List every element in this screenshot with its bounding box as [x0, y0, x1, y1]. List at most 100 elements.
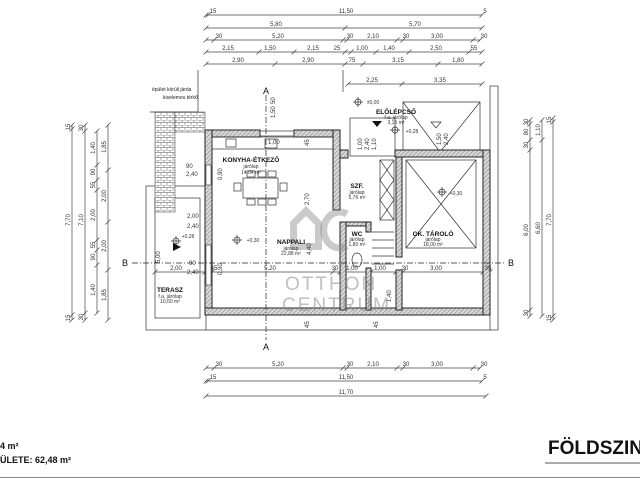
dimension-tick — [105, 122, 111, 128]
stairs — [372, 231, 394, 265]
dimension-label: 5,20 — [264, 266, 276, 272]
dimension-tick — [394, 365, 400, 371]
dimension-tick — [205, 378, 211, 384]
watermark-logo: OTTHON CENTRUM — [282, 206, 389, 316]
dimension-tick — [272, 61, 278, 67]
dimension-tick — [203, 365, 209, 371]
dimension-tick — [256, 49, 262, 55]
dimension-label: 2,25 — [366, 78, 378, 84]
dimension-tick — [479, 49, 485, 55]
dimension-tick — [211, 365, 217, 371]
watermark-logo-mark — [290, 206, 322, 250]
dimension-label: 2,10 — [367, 34, 379, 40]
dimension-tick — [203, 393, 209, 399]
dimension-tick — [211, 37, 217, 43]
dimension-tick — [94, 247, 100, 253]
svg-text:járólap: járólap — [424, 237, 440, 243]
room-garage: +0,30 GK. TÁROLÓ járólap 18,00 m² — [413, 191, 463, 248]
dimension-tick — [69, 122, 75, 128]
dimension-label: 30 — [524, 118, 530, 125]
dimension-tick — [399, 81, 405, 87]
dimension-label: 5 — [483, 9, 487, 15]
dimension-label: 30 — [403, 362, 410, 368]
svg-text:járólap: járólap — [242, 164, 258, 170]
svg-text:+0,30: +0,30 — [247, 238, 260, 244]
dimension-tick — [342, 49, 348, 55]
dimension-tick — [527, 313, 533, 319]
dimension-tick — [479, 61, 485, 67]
svg-text:45: 45 — [305, 321, 311, 328]
section-mark-b-left: B — [122, 258, 128, 268]
svg-text:járólap: járólap — [348, 237, 364, 243]
svg-text:14,04 m²: 14,04 m² — [241, 170, 261, 176]
dimension-label: 6,00 — [524, 224, 530, 236]
dimension-tick — [550, 119, 556, 125]
dimension-label: 90 — [91, 253, 97, 260]
svg-text:járólap: járólap — [282, 246, 298, 252]
dimension-tick — [373, 49, 379, 55]
dimension-label: 15 — [66, 314, 72, 321]
dimension-label: 2,00 — [91, 209, 97, 221]
dimension-label: 1,50 — [264, 46, 276, 52]
dimension-label: 3,15 — [392, 58, 404, 64]
dimension-tick — [527, 307, 533, 313]
dimension-tick — [527, 117, 533, 123]
svg-text:±0,00: ±0,00 — [367, 100, 380, 106]
dimension-tick — [527, 121, 533, 127]
misc-dimensions: 1,00 1,50 50 45 2,70 4,40 45 45 5,00 1,4… — [156, 97, 450, 328]
dimension-tick — [479, 12, 485, 18]
dimension-label: 15 — [66, 123, 72, 130]
dimension-label: 30 — [347, 362, 354, 368]
area-summary-line-1: 4 m² — [0, 441, 19, 451]
dimension-label: 5,80 — [270, 22, 282, 28]
dimension-label: 3,00 — [430, 266, 442, 272]
dimension-tick — [479, 25, 485, 31]
svg-text:3,15 m²: 3,15 m² — [388, 120, 405, 126]
dimension-label: 1,85 — [102, 289, 108, 301]
dimension-tick — [203, 25, 209, 31]
svg-text:90: 90 — [189, 261, 196, 267]
dimension-tick — [94, 187, 100, 193]
watermark-logo-mark — [320, 208, 349, 252]
svg-text:2,70: 2,70 — [305, 193, 311, 205]
note-sidewalk: épület körüli járda — [152, 87, 192, 93]
dimension-label: 30 — [524, 309, 530, 316]
paving-strip — [154, 111, 176, 213]
entrance-arrow-icon — [372, 121, 382, 127]
svg-text:0,90: 0,90 — [218, 263, 224, 275]
dimension-tick — [105, 167, 111, 173]
dimension-tick — [94, 262, 100, 268]
dimension-tick — [539, 117, 545, 123]
svg-text:1,00: 1,00 — [358, 138, 364, 150]
note-paving: kiselemes térkő — [163, 95, 198, 101]
dimension-label: 5,20 — [272, 362, 284, 368]
dimension-label: 75 — [349, 58, 356, 64]
dimension-tick — [82, 317, 88, 323]
svg-text:50: 50 — [271, 97, 277, 104]
dimension-tick — [69, 126, 75, 132]
watermark-line-1: OTTHON — [285, 274, 377, 295]
dimension-label: 30 — [402, 266, 409, 272]
dimension-label: 2,90 — [232, 58, 244, 64]
dimension-tick — [105, 267, 111, 273]
dimension-label: 35 — [485, 266, 492, 272]
dimension-tick — [527, 147, 533, 153]
svg-text:1,40: 1,40 — [387, 290, 393, 302]
dimension-tick — [360, 61, 366, 67]
dimension-tick — [340, 365, 346, 371]
room-pantry: SZF. járólap 5,76 m² — [348, 183, 365, 201]
entrance-arrow-icon — [173, 243, 181, 251]
dimension-label: 1,40 — [91, 284, 97, 296]
room-wc: WC járólap 1,80 m² — [348, 231, 365, 248]
dimension-tick — [348, 49, 354, 55]
dimension-label: 7,70 — [66, 214, 72, 226]
dimension-tick — [527, 137, 533, 143]
dimension-label: 15 — [210, 375, 217, 381]
dimension-tick — [203, 378, 209, 384]
svg-text:2,40: 2,40 — [444, 133, 450, 145]
svg-text:1,10: 1,10 — [372, 138, 378, 150]
svg-text:2,40: 2,40 — [187, 224, 199, 230]
dimension-tick — [345, 81, 351, 87]
svg-text:+0,28: +0,28 — [182, 234, 195, 240]
svg-text:SZF.: SZF. — [350, 183, 364, 190]
